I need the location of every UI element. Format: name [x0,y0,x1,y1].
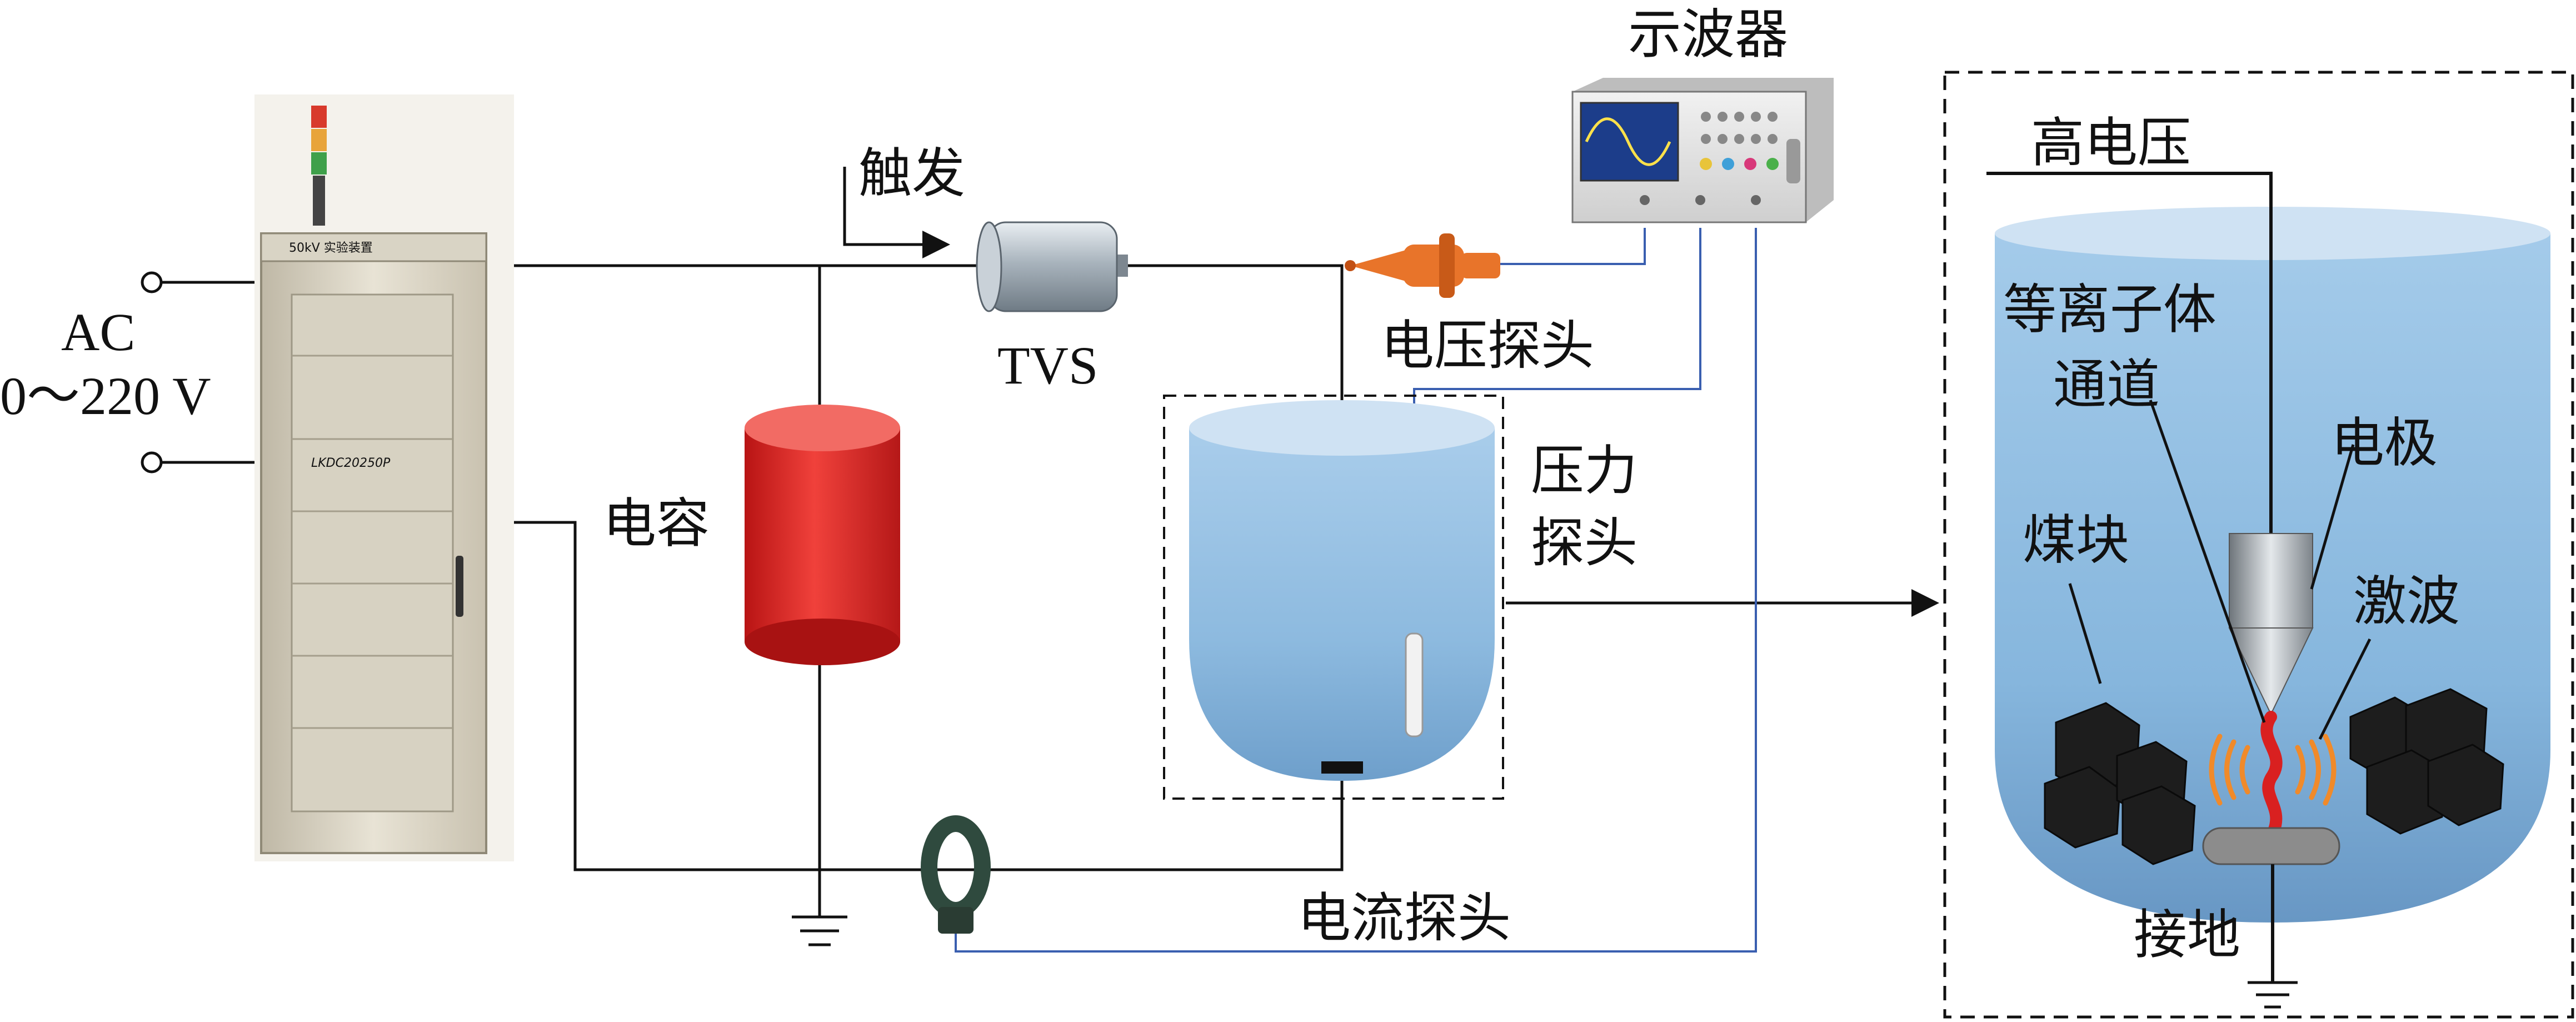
label-high-voltage: 高电压 [2031,112,2191,174]
coal-left [2044,702,2196,865]
terminal-top-icon [141,271,163,293]
label-tvs: TVS [997,336,1098,395]
label-shock-wave: 激波 [2353,570,2460,632]
label-coal: 煤块 [2023,509,2129,571]
label-pressure-probe-1: 压力 [1531,440,1638,502]
label-capacitor: 电容 [603,492,710,555]
label-pressure-probe-2: 探头 [1531,512,1638,574]
label-ac-range: 0～220 V [0,366,211,426]
coal-right [2349,688,2504,835]
wire-return [514,521,1344,871]
label-ac: AC [61,302,135,362]
zoom-detail [1943,71,2574,1019]
power-cabinet: 50kV 实验装置 LKDC20250P [254,94,514,861]
ground-symbol-right-icon [2248,981,2298,1009]
terminal-bottom-icon [141,451,163,473]
cabinet-handle-icon [456,556,463,617]
vessel-electrode [1321,761,1363,774]
tower-red-light-icon [311,106,327,128]
label-trigger: 触发 [858,142,965,205]
current-probe [921,815,991,934]
vessel-dashed-frame [1163,395,1504,800]
pressure-vessel [1163,395,1504,800]
label-ground: 接地 [2134,904,2240,966]
high-voltage-wire [1986,172,2273,534]
label-electrode: 电极 [2331,412,2438,474]
tower-pole [313,176,325,226]
plasma-channel [2260,711,2283,837]
electrode [2229,533,2313,629]
signal-voltage-probe [1500,228,1646,265]
trigger-line [843,167,950,258]
tower-yellow-light-icon [311,129,327,151]
label-plasma-channel-1: 等离子体 [2003,278,2216,341]
label-oscilloscope: 示波器 [1628,3,1788,66]
label-plasma-channel-2: 通道 [2053,353,2160,416]
shock-wave-icon [2209,734,2337,806]
leader-lines [2068,400,2372,740]
capacitor [745,405,900,665]
label-voltage-probe: 电压探头 [1381,315,1594,377]
waveform-icon [1585,117,1671,166]
signal-current-probe [955,228,1757,953]
ground-symbol-icon [792,915,847,946]
tvs-switch [976,221,1128,312]
label-current-probe: 电流探头 [1297,887,1511,949]
tower-green-light-icon [311,152,327,175]
ground-electrode [2202,827,2340,865]
cabinet-header-text: 50kV 实验装置 [289,241,373,255]
pressure-sensor [1405,632,1424,737]
voltage-probe [1345,233,1500,298]
oscilloscope [1571,78,1834,223]
cabinet-model-text: LKDC20250P [311,456,391,470]
zoom-dashed-frame [1943,71,2574,1019]
